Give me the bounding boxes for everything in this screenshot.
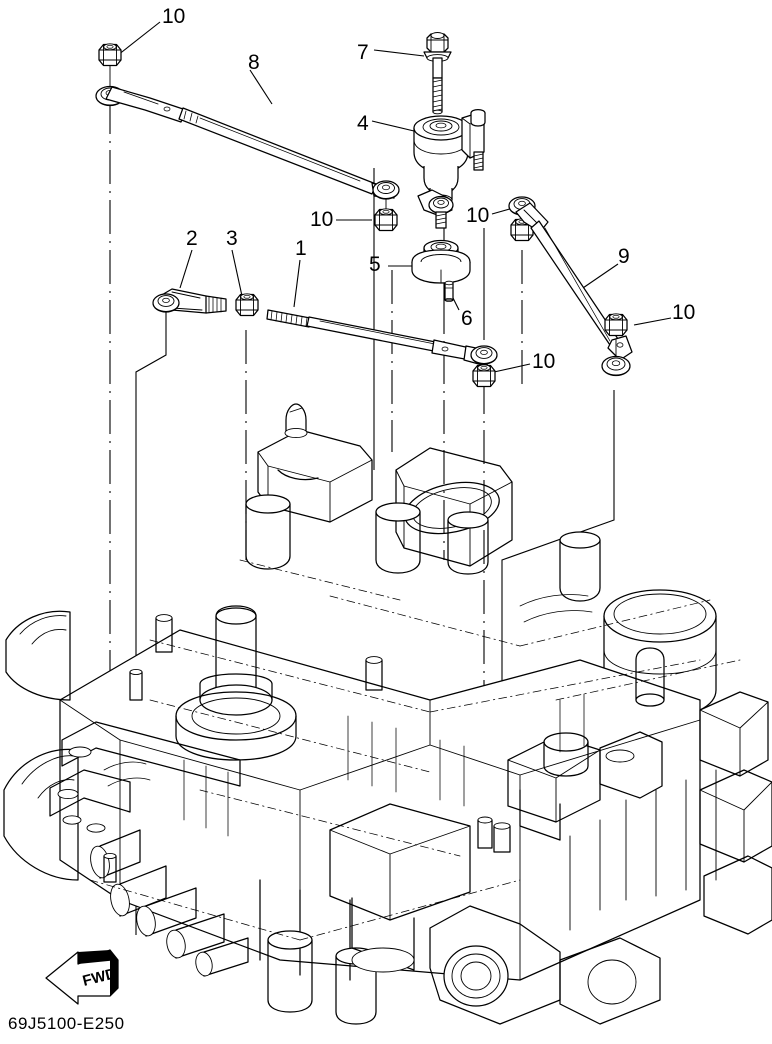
callout-1: 1 [295,237,307,260]
part-6-pin [444,280,454,302]
callout-3: 3 [226,227,238,250]
callout-8: 8 [248,51,260,74]
callout-10-right: 10 [672,301,696,324]
part-number-label: 69J5100-E250 [8,1014,125,1033]
part-2-ball-joint-rod-end [152,288,227,314]
callout-10-mid-left: 10 [310,208,334,231]
engine-block-illustration [3,403,772,1025]
part-9-link-rod [508,196,633,377]
callout-2: 2 [186,227,198,250]
part-4-bracket-pivot [413,108,486,229]
callout-6: 6 [461,307,473,330]
callout-4: 4 [357,112,369,135]
part-7-flange-bolt [423,32,452,115]
part-8-link-rod [95,43,400,232]
callout-5: 5 [369,253,381,276]
part-3-lock-nut [235,293,259,317]
part-1-throttle-control-rod [266,309,498,388]
callout-10-bottom-mid: 10 [532,350,556,373]
callout-10-mid-right: 10 [466,204,490,227]
callout-9: 9 [618,245,630,268]
part-5-bushing-collar [411,239,471,284]
callout-7: 7 [357,41,369,64]
fwd-arrow-icon: FWD [45,949,119,1005]
callout-10-top-left: 10 [162,5,186,28]
callout-leader-lines [117,21,672,373]
